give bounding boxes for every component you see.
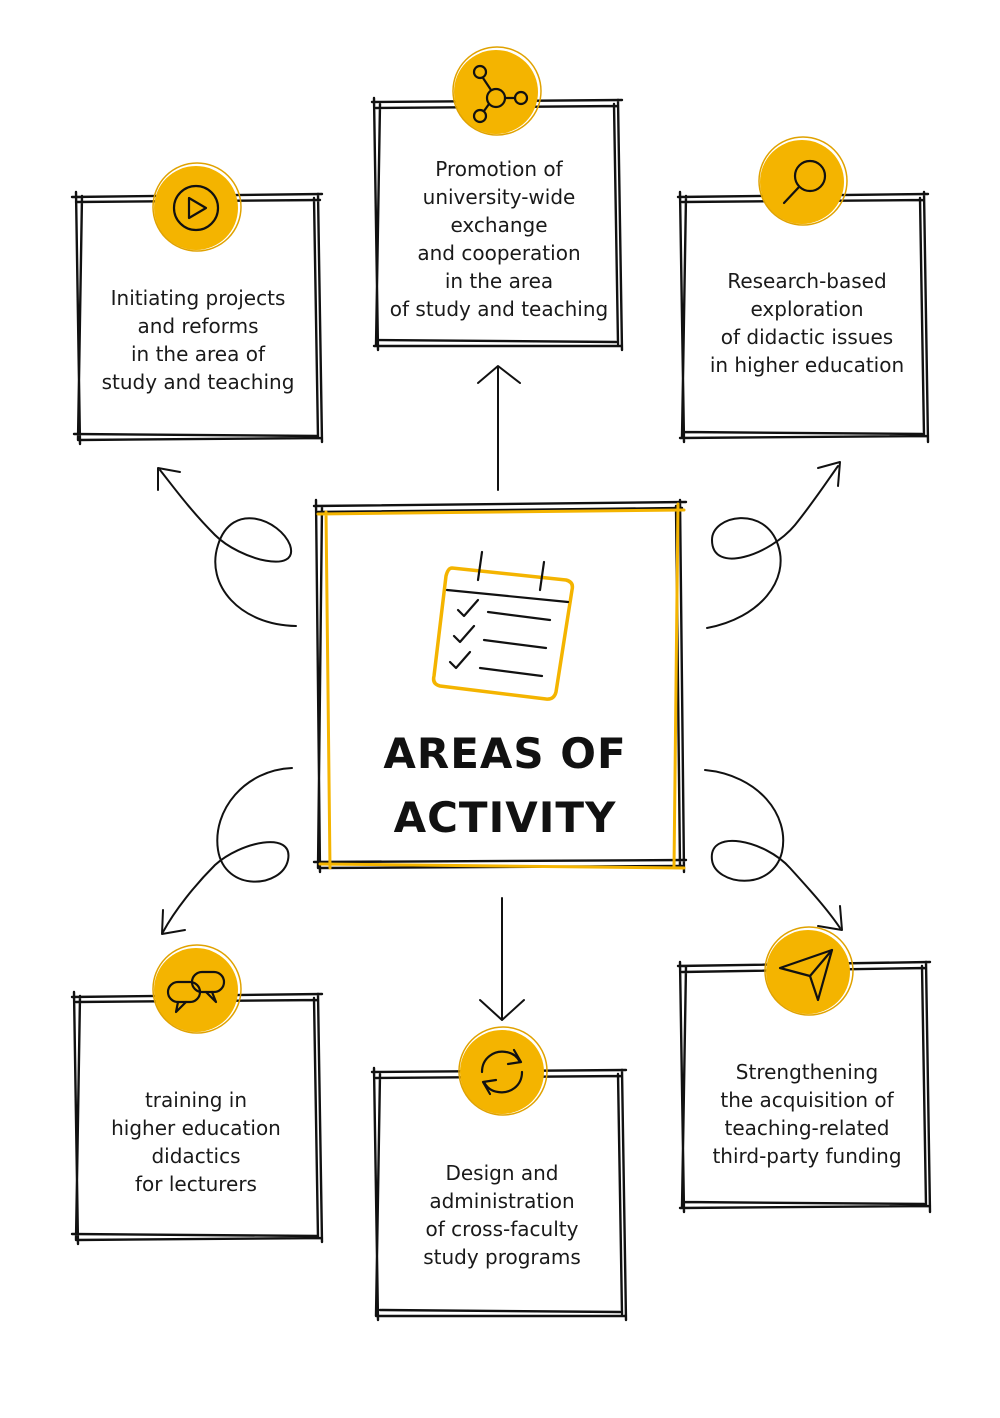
arrow-to-bottom-center: [479, 897, 525, 1021]
box-bottom-left-label: training in higher education didactics f…: [111, 1088, 281, 1196]
play-icon: [172, 184, 220, 232]
box-bottom-right: [676, 926, 932, 1214]
arrow-to-top-center: [477, 365, 521, 491]
network-nodes-icon: [472, 64, 529, 124]
center-box: [312, 498, 688, 874]
magnifier-icon: [782, 159, 827, 205]
checklist-calendar-icon: [431, 550, 575, 701]
box-top-center: [370, 46, 624, 352]
box-top-center-label: Promotion of university-wide exchange an…: [389, 157, 609, 321]
box-top-left-label: Initiating projects and reforms in the a…: [101, 286, 295, 394]
arrow-to-top-left: [157, 467, 297, 627]
box-top-right: [676, 136, 930, 444]
arrow-to-top-right: [706, 461, 841, 629]
refresh-arrows-icon: [480, 1048, 524, 1096]
chat-bubbles-icon: [166, 970, 226, 1014]
box-bottom-center: [370, 1026, 628, 1322]
center-title: AREAS OF ACTIVITY: [383, 729, 627, 842]
box-top-right-label: Research-based exploration of didactic i…: [709, 269, 905, 377]
box-bottom-center-label: Design and administration of cross-facul…: [423, 1161, 581, 1269]
box-top-left: [70, 162, 324, 446]
paper-plane-icon: [778, 948, 834, 1002]
arrow-to-bottom-right: [704, 769, 843, 931]
box-bottom-left: [70, 944, 324, 1246]
box-bottom-right-label: Strengthening the acquisition of teachin…: [712, 1060, 902, 1168]
arrow-to-bottom-left: [161, 767, 293, 935]
